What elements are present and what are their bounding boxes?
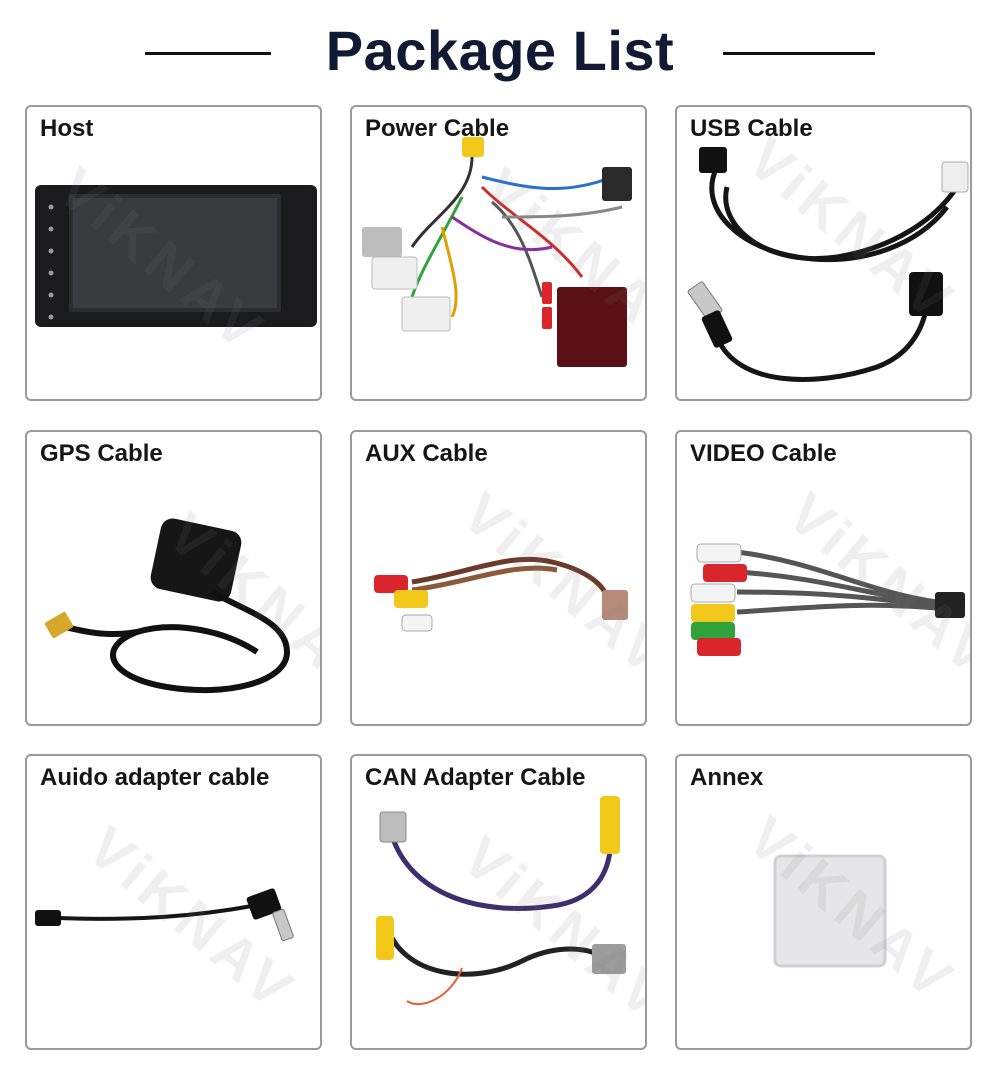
card-host: Host ViKNAV xyxy=(25,105,322,401)
card-power-cable: Power Cable ViKNAV xyxy=(350,105,647,401)
card-usb-cable: USB Cable ViKNAV xyxy=(675,105,972,401)
video-rca-cable-icon xyxy=(690,543,965,656)
power-harness-icon xyxy=(362,137,632,367)
adhesive-pad-icon xyxy=(773,854,887,968)
card-label: AUX Cable xyxy=(365,440,488,467)
card-label: Annex xyxy=(690,764,764,791)
car-stereo-head-unit-icon xyxy=(35,185,317,327)
title-rule-left xyxy=(145,52,271,55)
card-audio-adapter-cable: Auido adapter cable ViKNAV xyxy=(25,754,322,1050)
usb-cable-icon xyxy=(687,147,969,382)
card-video-cable: VIDEO Cable ViKNAV xyxy=(675,430,972,726)
gps-antenna-icon xyxy=(44,518,291,694)
aux-rca-cable-icon xyxy=(374,556,628,632)
can-adapter-cable-icon xyxy=(376,796,626,1006)
card-gps-cable: GPS Cable ViKNAV xyxy=(25,430,322,726)
card-label: Auido adapter cable xyxy=(40,764,270,791)
title-rule-right xyxy=(723,52,875,55)
card-label: Host xyxy=(40,115,94,142)
card-annex: Annex ViKNAV xyxy=(675,754,972,1050)
card-label: CAN Adapter Cable xyxy=(365,764,586,791)
audio-jack-cable-icon xyxy=(35,888,294,942)
card-label: GPS Cable xyxy=(40,440,163,467)
page-header: Package List xyxy=(0,0,1000,100)
card-can-adapter-cable: CAN Adapter Cable ViKNAV xyxy=(350,754,647,1050)
card-label: Power Cable xyxy=(365,115,510,142)
page-title: Package List xyxy=(325,19,675,82)
card-label: USB Cable xyxy=(690,115,813,142)
card-label: VIDEO Cable xyxy=(690,440,837,467)
card-aux-cable: AUX Cable ViKNAV xyxy=(350,430,647,726)
